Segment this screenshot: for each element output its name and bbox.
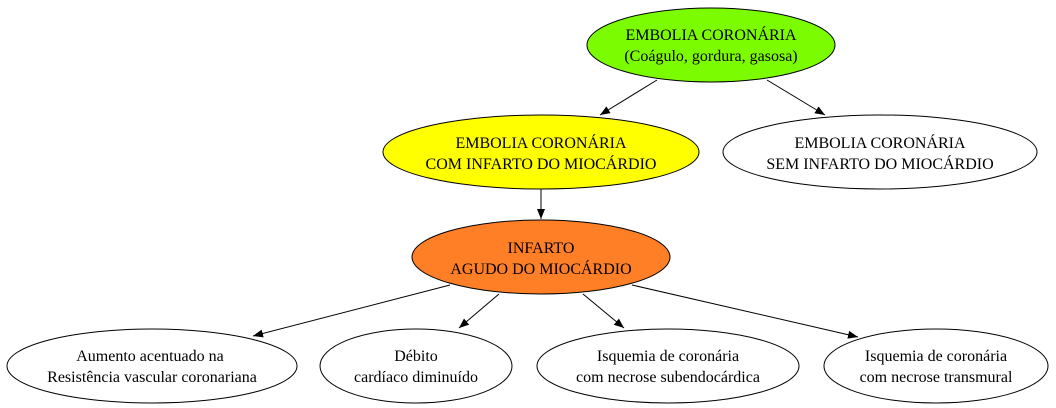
node-subendocardial-line2: com necrose subendocárdica: [576, 369, 760, 386]
node-resistance: Aumento acentuado na Resistência vascula…: [6, 328, 298, 404]
node-transmural-line2: com necrose transmural: [860, 369, 1013, 386]
node-with-infarct-line2: COM INFARTO DO MIOCÁRDIO: [426, 154, 657, 173]
node-resistance-line1: Aumento acentuado na: [76, 348, 224, 365]
node-cardiac-output-line2: cardíaco diminuído: [354, 369, 478, 386]
node-transmural-shape: [823, 328, 1049, 404]
node-cardiac-output: Débito cardíaco diminuído: [319, 328, 513, 404]
edge-acute-infarct-to-cardiac-output: [458, 293, 500, 329]
node-root: EMBOLIA CORONÁRIA (Coágulo, gordura, gas…: [586, 7, 836, 83]
node-acute-infarct-shape: [411, 219, 671, 295]
node-acute-infarct-line2: AGUDO DO MIOCÁRDIO: [450, 259, 631, 278]
node-subendocardial-line1: Isquemia de coronária: [597, 348, 739, 365]
node-acute-infarct: INFARTO AGUDO DO MIOCÁRDIO: [411, 219, 671, 295]
node-resistance-line2: Resistência vascular coronariana: [47, 369, 257, 386]
node-with-infarct: EMBOLIA CORONÁRIA COM INFARTO DO MIOCÁRD…: [382, 114, 700, 190]
node-without-infarct-line2: SEM INFARTO DO MIOCÁRDIO: [766, 154, 993, 173]
node-acute-infarct-line1: INFARTO: [508, 240, 575, 257]
node-root-shape: [586, 7, 836, 83]
node-without-infarct: EMBOLIA CORONÁRIA SEM INFARTO DO MIOCÁRD…: [722, 114, 1038, 190]
node-transmural: Isquemia de coronária com necrose transm…: [823, 328, 1049, 404]
node-cardiac-output-shape: [319, 328, 513, 404]
edge-root-to-without-infarct: [766, 79, 826, 116]
node-subendocardial-shape: [536, 328, 800, 404]
edge-acute-infarct-to-transmural: [631, 284, 859, 339]
node-transmural-line1: Isquemia de coronária: [865, 348, 1007, 365]
edge-acute-infarct-to-subendocardial: [582, 293, 625, 329]
node-subendocardial: Isquemia de coronária com necrose subend…: [536, 328, 800, 404]
edge-acute-infarct-to-resistance: [252, 284, 451, 338]
node-resistance-shape: [6, 328, 298, 404]
edge-root-to-with-infarct: [599, 79, 658, 116]
node-without-infarct-shape: [722, 114, 1038, 190]
node-with-infarct-shape: [382, 114, 700, 190]
node-without-infarct-line1: EMBOLIA CORONÁRIA: [794, 133, 966, 152]
node-cardiac-output-line1: Débito: [394, 348, 438, 365]
node-root-line2: (Coágulo, gordura, gasosa): [624, 48, 797, 65]
node-with-infarct-line1: EMBOLIA CORONÁRIA: [455, 133, 627, 152]
node-root-line1: EMBOLIA CORONÁRIA: [625, 25, 797, 44]
